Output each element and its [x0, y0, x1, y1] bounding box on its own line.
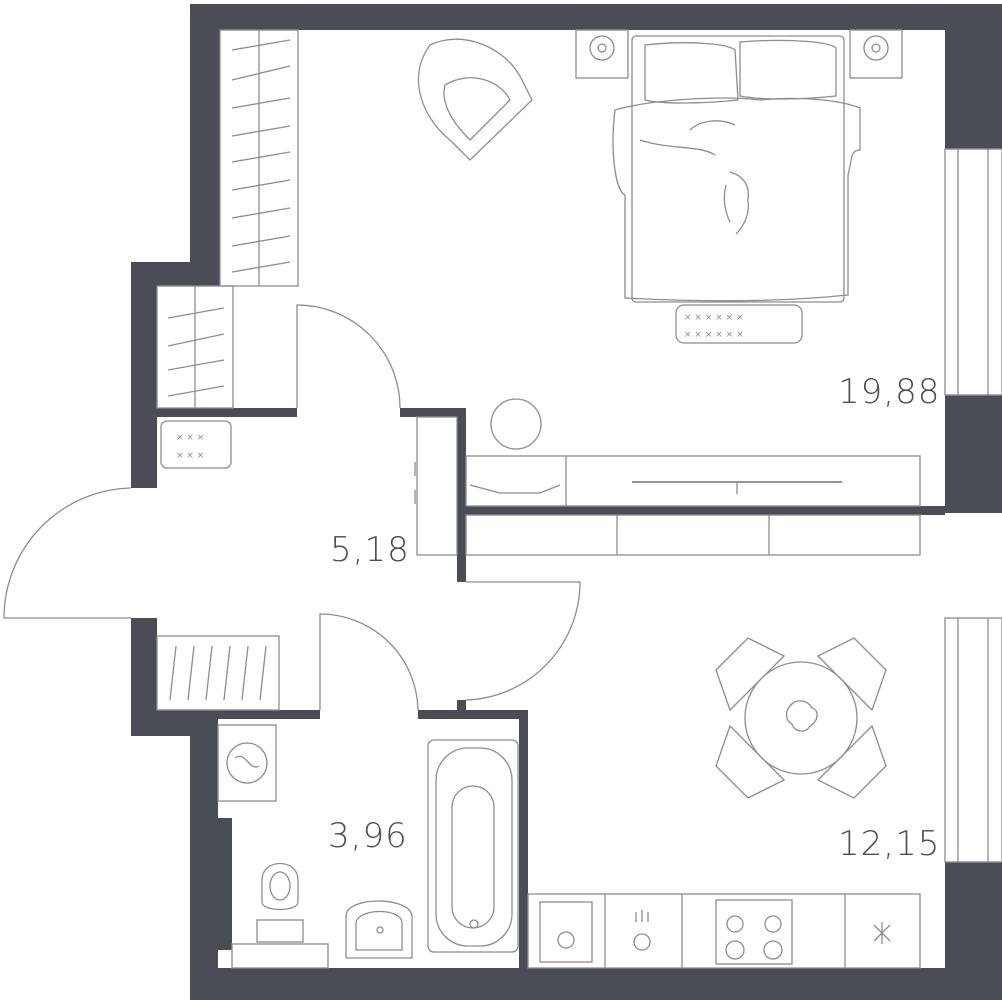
kitchen-upper-cabinets — [465, 514, 921, 556]
svg-text:× × ×: × × × — [176, 433, 204, 443]
sink-icon — [345, 900, 413, 959]
dining-chairs — [715, 637, 887, 799]
dining-table — [744, 661, 858, 775]
svg-text:× × ×: × × × — [176, 451, 204, 461]
bed-icon — [612, 35, 861, 303]
hall-wardrobe-upper — [156, 285, 234, 409]
armchair-icon — [418, 38, 533, 161]
kitchen-counter — [527, 893, 921, 969]
hall-shelf — [414, 416, 458, 556]
bedroom-wardrobe — [219, 29, 299, 287]
round-stool — [490, 398, 542, 450]
toilet-icon — [256, 863, 304, 943]
bathroom-area-label: 3,96 — [328, 816, 408, 856]
tv-console — [465, 455, 921, 507]
kitchen-area-label: 12,15 — [838, 824, 941, 864]
svg-text:× × × × × ×: × × × × × × — [684, 313, 744, 323]
shoe-bench: × × × × × × — [160, 420, 232, 469]
walls — [131, 4, 1002, 1000]
washing-machine-icon — [217, 724, 277, 802]
bath-bottom-niche — [231, 943, 329, 969]
nightstand-left — [575, 29, 629, 79]
nightstand-right — [849, 29, 903, 79]
doors — [3, 304, 581, 711]
bedside-rug: × × × × × × × × × × × × — [675, 304, 803, 344]
hall-wardrobe-lower — [156, 635, 280, 711]
svg-text:× × × × × ×: × × × × × × — [684, 330, 744, 340]
hallway-area-label: 5,18 — [330, 530, 410, 570]
windows — [944, 148, 1002, 863]
bathtub-icon — [427, 739, 519, 953]
bedroom-area-label: 19,88 — [838, 372, 941, 412]
